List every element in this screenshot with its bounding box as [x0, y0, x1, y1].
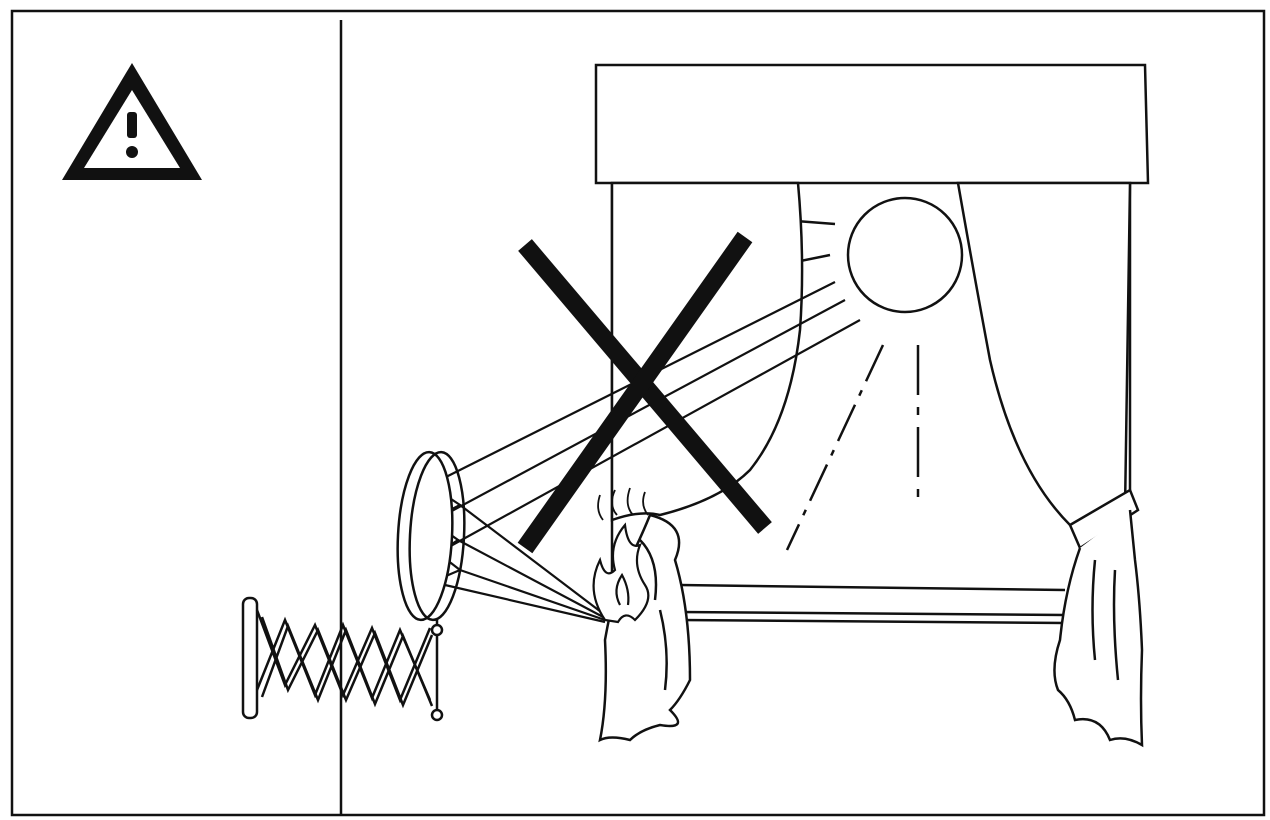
extendable-mirror-icon [241, 450, 466, 722]
warning-triangle-icon [62, 63, 202, 180]
curtain-icon [598, 181, 804, 743]
right-curtain [956, 181, 1144, 748]
flame-icon [592, 487, 650, 624]
sun-icon [846, 196, 964, 314]
cross-icon [517, 231, 772, 554]
light-rays-icon [427, 281, 861, 624]
